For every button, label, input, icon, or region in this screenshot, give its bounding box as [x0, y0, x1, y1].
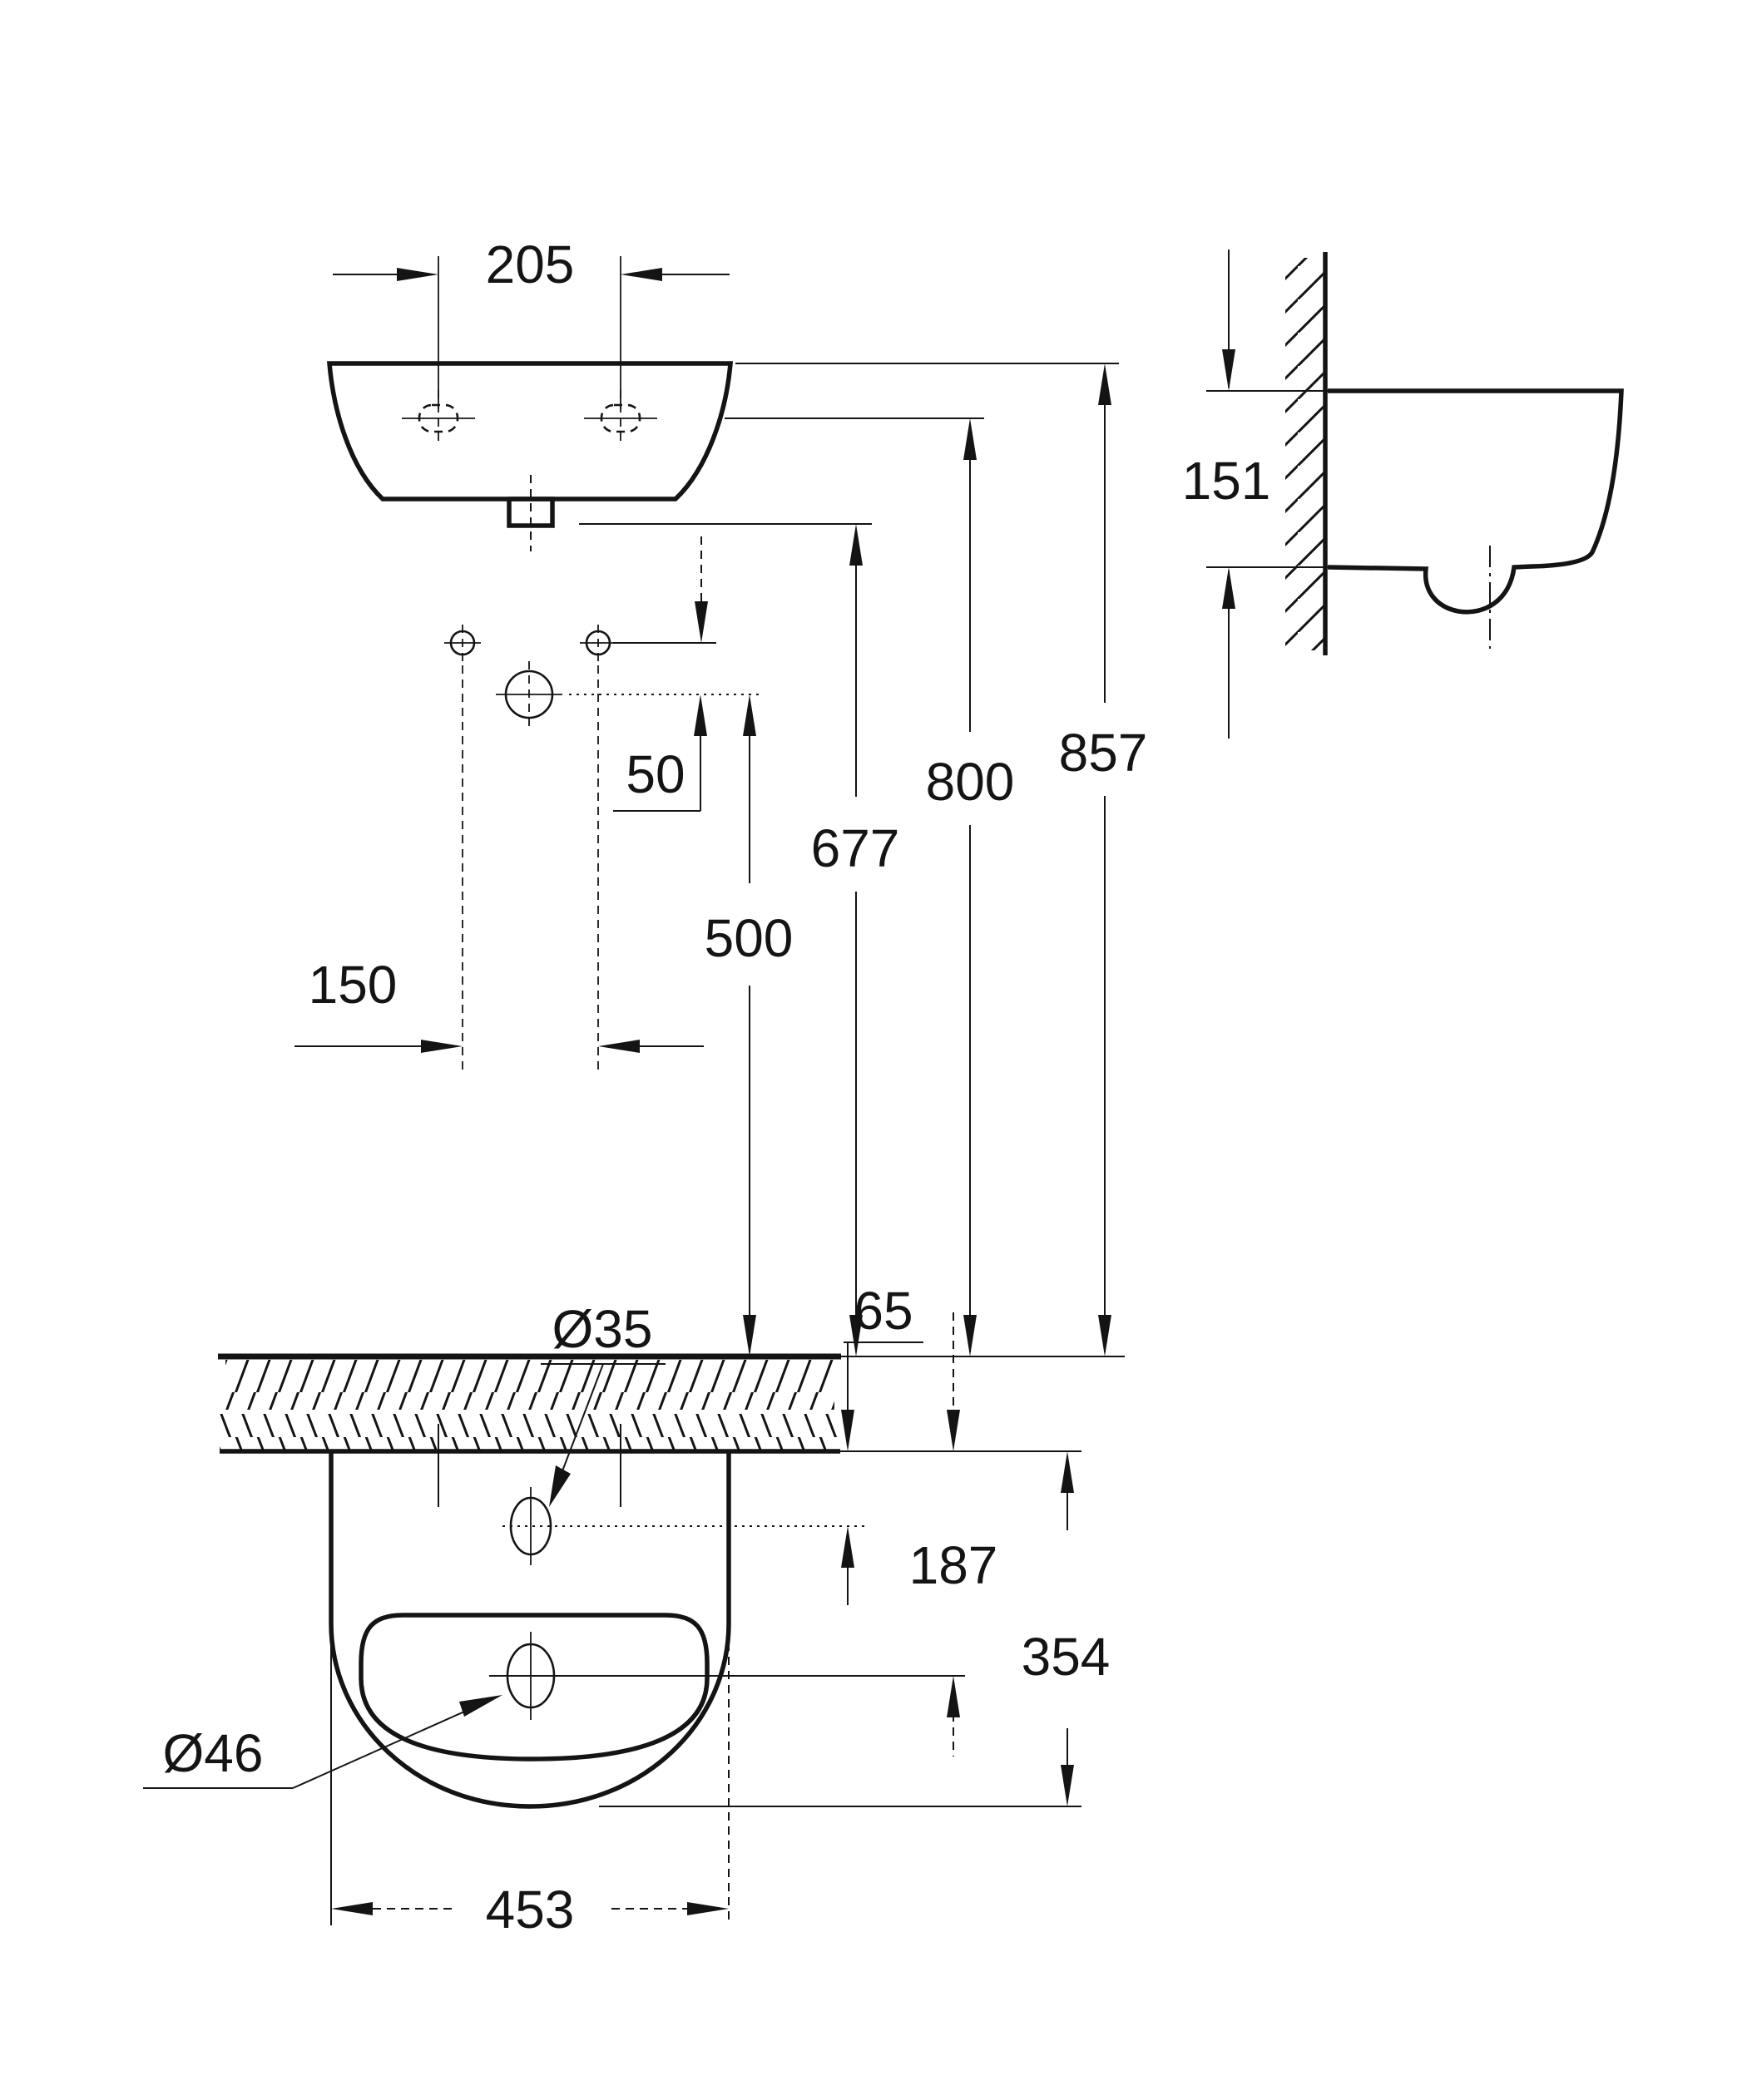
wall-fixing-hole-left [444, 625, 481, 661]
dim-677: 677 [811, 524, 900, 1356]
dim-857-arrow-top [1098, 363, 1111, 405]
dia35-leader-arrow [549, 1465, 571, 1507]
dim-500: 500 [705, 694, 794, 1356]
dim-453-arrow-left [331, 1902, 373, 1915]
dim-857: 857 [1059, 363, 1148, 1356]
dim-50-label: 50 [626, 744, 685, 804]
dim-677-label: 677 [811, 818, 900, 878]
plan-faucet-hole [502, 1487, 865, 1565]
dim-453-label: 453 [486, 1880, 575, 1939]
dim-500-label: 500 [705, 908, 794, 968]
dim-151-label: 151 [1182, 451, 1271, 511]
dim-205: 205 [333, 235, 730, 409]
plan-bowl-outline [359, 1613, 710, 1762]
floor-hatch [225, 1360, 834, 1410]
dim-65-arrow-top [841, 1410, 854, 1451]
dim-50-arrow-top [695, 601, 708, 643]
dim-354-arrow-top [1061, 1451, 1074, 1493]
dim-65-arrow-bottom [841, 1526, 854, 1568]
dim-151-arrow-bottom [1222, 567, 1235, 609]
drain-outlet-mark [496, 661, 562, 728]
dim-800: 800 [926, 418, 1015, 1356]
dim-187: 187 [909, 1312, 998, 1757]
plan-view: Ø35 Ø46 65 18 [143, 1281, 1110, 1939]
dia46-leader-arrow [459, 1695, 502, 1717]
dim-800-arrow-top [963, 418, 977, 460]
dim-150-label: 150 [309, 955, 398, 1015]
dim-205-arrow-left [397, 268, 438, 281]
front-basin-outline [327, 361, 733, 502]
dim-187-arrow-bottom [947, 1676, 960, 1717]
plan-drain-hole [489, 1632, 965, 1720]
dim-150-arrow-right [598, 1040, 640, 1053]
dim-500-arrow-top [743, 694, 756, 736]
dim-800-label: 800 [926, 752, 1015, 812]
dim-800-arrow-bottom [963, 1315, 977, 1356]
dim-205-arrow-right [621, 268, 662, 281]
callout-dia46: Ø46 [143, 1695, 502, 1789]
dim-354: 354 [599, 1451, 1111, 1807]
dia35-label: Ø35 [552, 1299, 653, 1359]
dim-857-label: 857 [1059, 723, 1148, 783]
dim-65-label: 65 [854, 1281, 913, 1341]
dim-205-label: 205 [486, 235, 575, 294]
dim-150-arrow-left [421, 1040, 463, 1053]
dia46-label: Ø46 [163, 1723, 264, 1783]
dim-150: 150 [294, 665, 704, 1075]
installation-heights: 50 500 677 800 85 [218, 363, 1147, 1410]
dim-65: 65 [841, 1281, 923, 1605]
floor [218, 1353, 1125, 1410]
side-wall-hatch [1285, 258, 1325, 650]
dim-50: 50 [613, 536, 708, 812]
dim-50-arrow-bottom [694, 694, 707, 736]
dim-677-arrow-bottom [849, 1315, 863, 1356]
dim-354-arrow-bottom [1061, 1765, 1074, 1806]
dim-151: 151 [1182, 250, 1328, 739]
plan-basin-outline [329, 1451, 731, 1809]
plan-wall-hatch [220, 1414, 839, 1451]
dim-354-label: 354 [1022, 1627, 1111, 1687]
dim-500-arrow-bottom [743, 1315, 756, 1356]
callout-dia35: Ø35 [541, 1299, 666, 1507]
dim-187-arrow-top [947, 1410, 960, 1451]
dim-453: 453 [330, 1628, 730, 1939]
side-view: 151 [1182, 250, 1624, 739]
side-basin-outline [1327, 388, 1624, 615]
dim-677-arrow-top [849, 524, 863, 566]
dim-187-label: 187 [909, 1535, 998, 1595]
front-view: 205 [327, 235, 1119, 551]
dim-857-arrow-bottom [1098, 1315, 1111, 1356]
wall-fixing-hole-right [580, 625, 616, 661]
dim-151-arrow-top [1222, 349, 1235, 391]
dim-453-arrow-right [687, 1902, 729, 1915]
